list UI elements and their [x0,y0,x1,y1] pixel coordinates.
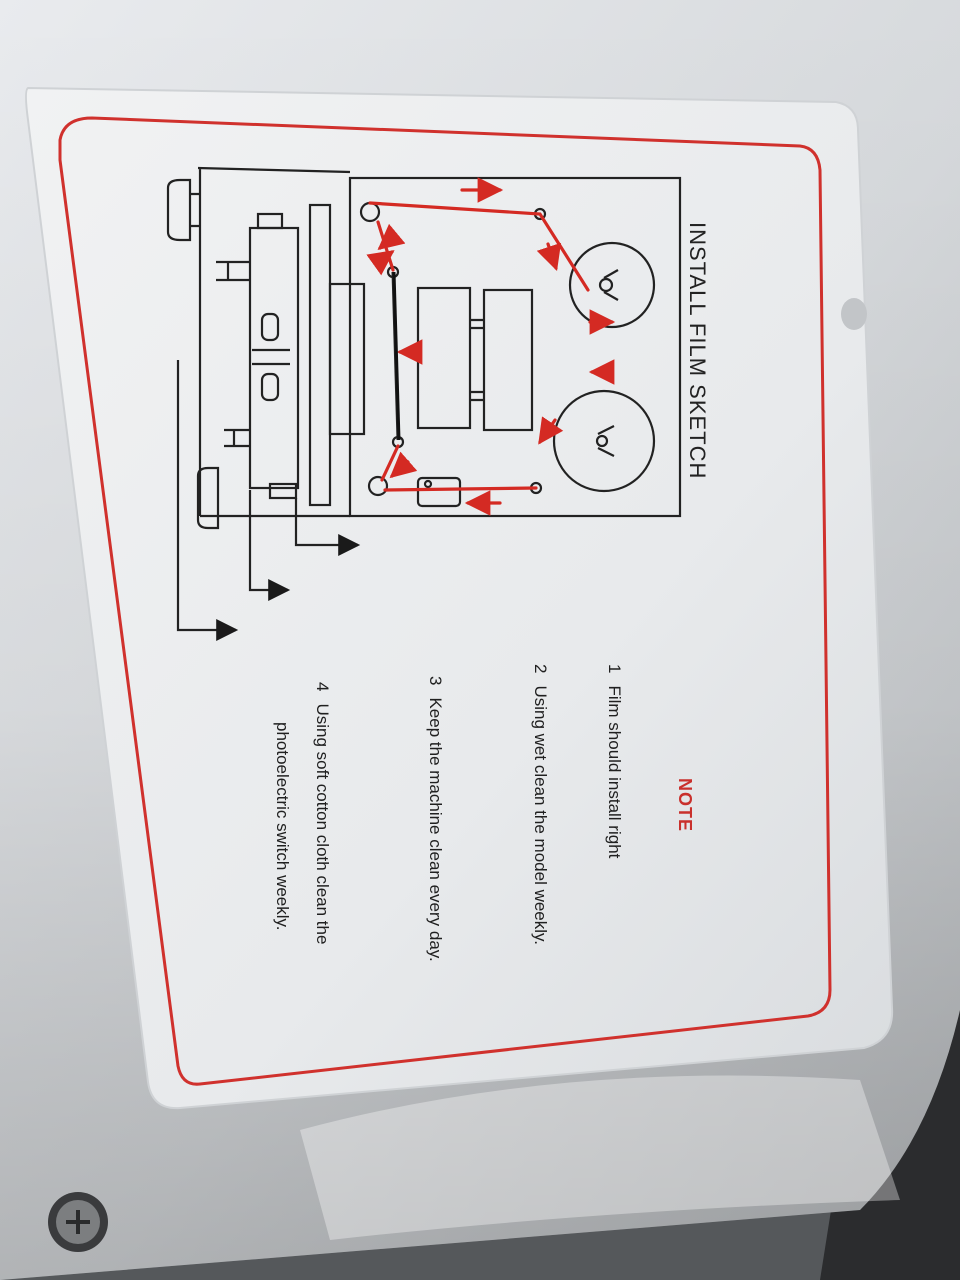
photoelectric-switch [416,476,462,508]
note-item-1: 1Film should install right [604,664,624,858]
light-glare [300,1075,900,1240]
sticker-label [25,86,894,1110]
note-item-3: 3Keep the machine clean every day. [425,676,445,962]
film-sketch-diagram [166,166,682,641]
sketch-title: INSTALL FILM SKETCH [685,222,710,480]
handle-top [166,178,192,242]
seal-block-right [482,288,534,432]
note-item-4-line2: photoelectric switch weekly. [273,722,292,931]
note-item-1-number: 1 [605,664,624,674]
note-item-4: 4Using soft cotton cloth clean the [312,682,332,944]
note-item-2-number: 2 [531,664,550,674]
note-item-3-number: 3 [426,676,445,686]
film-path-red [366,177,616,516]
note-item-3-text: Keep the machine clean every day. [426,697,445,962]
note-item-1-text: Film should install right [605,685,624,859]
note-item-2: 2Using wet clean the model weekly. [530,664,550,945]
note-item-2-text: Using wet clean the model weekly. [531,685,550,946]
film-frame [348,176,682,518]
note-heading: NOTE [675,778,695,833]
note-item-4-number: 4 [313,682,332,692]
handle-bottom [196,466,220,530]
sticker-red-border [58,116,832,1086]
panel-bump [841,298,867,330]
film-web [392,271,401,441]
note-item-4-text: Using soft cotton cloth clean the [313,703,332,945]
